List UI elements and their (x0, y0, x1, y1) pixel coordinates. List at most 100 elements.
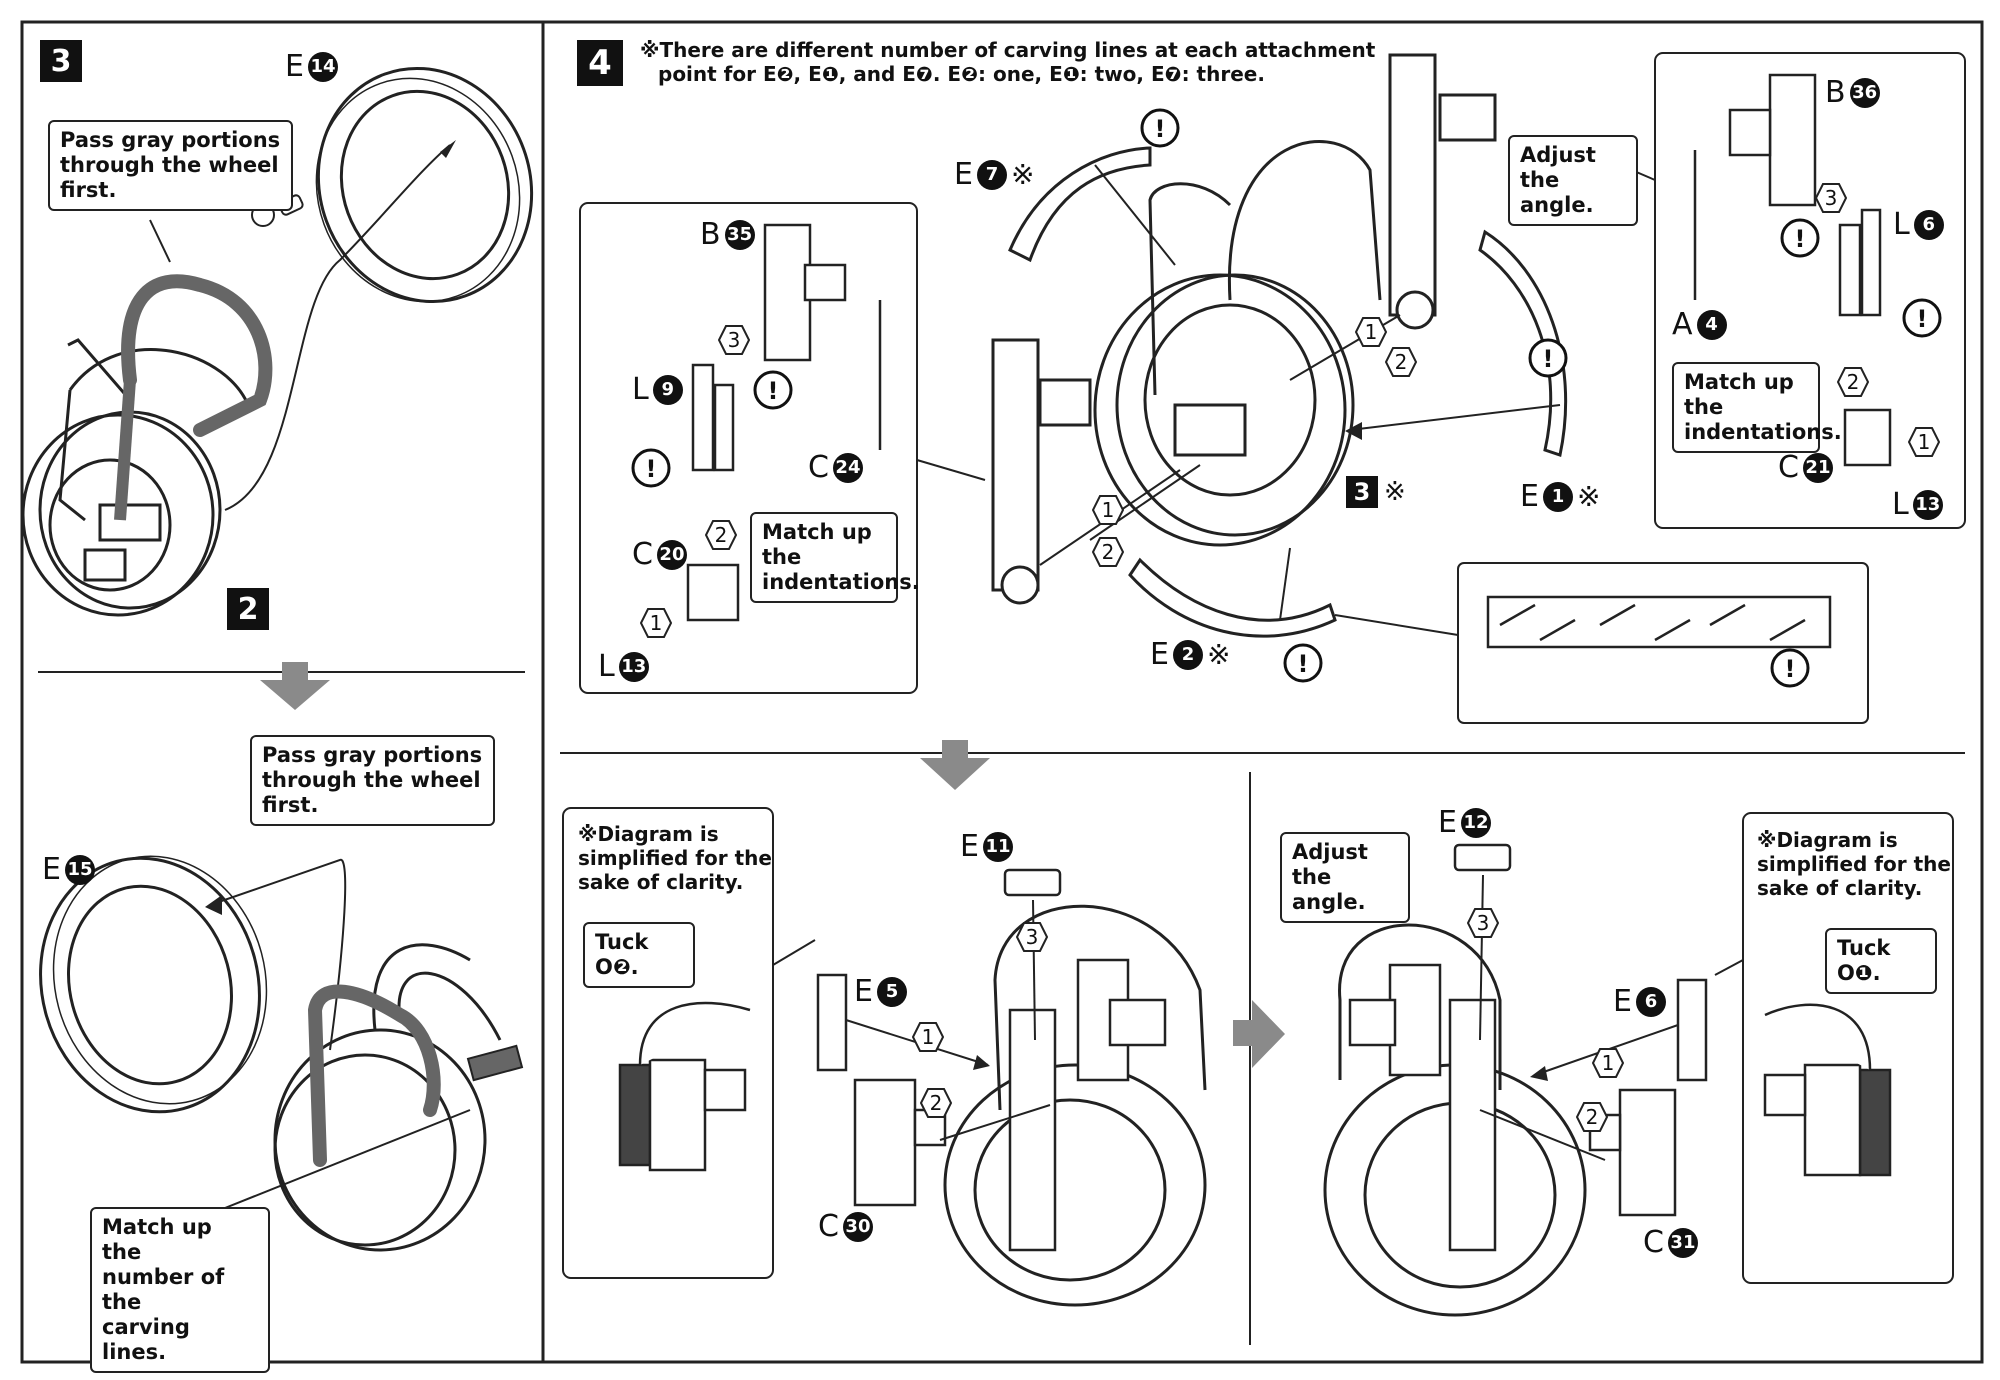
lower-right-struts (1348, 963, 1497, 1252)
part-number: 12 (1460, 808, 1491, 838)
step-hex-2: 2 (1576, 1102, 1608, 1132)
part-letter: E (285, 49, 304, 84)
step-hex-label: 1 (649, 611, 663, 635)
gray-cable-bottom (307, 984, 441, 1167)
carving-note-line1: ※There are different number of carving l… (640, 38, 1376, 62)
part-number: 30 (842, 1212, 873, 1242)
step-hex-3: 3 (1467, 908, 1499, 938)
main-wheel (1093, 140, 1382, 547)
part-letter: A (1672, 307, 1693, 342)
step-hex-label: 2 (1394, 350, 1408, 374)
step-hex-1: 1 (1092, 495, 1124, 525)
callout-tuck-o2: Tuck O❷. (583, 922, 695, 988)
step-hex-3: 3 (718, 325, 750, 355)
down-arrow-icon (920, 740, 990, 790)
plate-part-e5 (816, 973, 848, 1072)
callout-adjust-angle: Adjust the angle. (1508, 135, 1638, 226)
lower-right-inset-border (1742, 812, 1954, 1284)
left-strut (991, 338, 1092, 605)
callout-indentations-right: Match up the indentations. (1672, 362, 1842, 453)
part-mark: ※ (1206, 638, 1231, 671)
part-letter: E (42, 852, 61, 887)
tab-part-e12 (1453, 843, 1512, 872)
step-hex-label: 2 (714, 523, 728, 547)
callout-indentations-left: Match up the indentations. (750, 512, 920, 603)
inset-right-assembly (1693, 73, 1892, 467)
part-mark: ※ (1010, 158, 1035, 191)
svg-text:!: ! (768, 377, 779, 405)
tire-part-e15 (39, 855, 268, 1114)
carving-inset-border (1457, 562, 1869, 724)
step-ref-box: 3 (1346, 476, 1378, 508)
part-number: 31 (1667, 1228, 1698, 1258)
callout-carving-lines: Match up the number of the carving lines… (90, 1207, 270, 1373)
tab-part-e11 (1003, 868, 1062, 897)
inset-left-assembly (686, 223, 882, 622)
part-letter: L (598, 649, 615, 684)
part-number: 35 (724, 220, 755, 250)
arc-part-e7 (1008, 146, 1152, 263)
step-hex-1: 1 (1355, 317, 1387, 347)
step-hex-label: 3 (1025, 925, 1039, 949)
wheel-assembly-bottom (273, 943, 502, 1252)
step-hex-label: 3 (1824, 186, 1838, 210)
step-hex-label: 2 (929, 1091, 943, 1115)
right-strut (1388, 53, 1497, 330)
step-hex-2: 2 (705, 520, 737, 550)
step-hex-label: 3 (727, 328, 741, 352)
lower-left-wheel (943, 904, 1207, 1307)
part-number: 5 (876, 977, 907, 1007)
part-number: 9 (652, 375, 683, 405)
part-letter: C (1778, 450, 1799, 485)
warning-icon (631, 108, 1942, 688)
step-hex-2: 2 (1837, 367, 1869, 397)
part-number: 6 (1913, 210, 1944, 240)
part-letter: E (960, 829, 979, 864)
step-hex-label: 3 (1476, 911, 1490, 935)
step-hex-label: 1 (1601, 1051, 1615, 1075)
part-number: 6 (1635, 987, 1666, 1017)
part-letter: E (1150, 637, 1169, 672)
part-number: 20 (656, 540, 687, 570)
part-number: 24 (832, 453, 863, 483)
part-letter: C (818, 1209, 839, 1244)
lower-left-struts (1008, 958, 1167, 1252)
svg-text:!: ! (1155, 115, 1166, 143)
step-hex-label: 2 (1585, 1105, 1599, 1129)
arc-part-e2 (1128, 557, 1337, 638)
down-arrow-icon (260, 662, 330, 710)
part-number: 2 (1172, 640, 1203, 670)
ref-mark: ※ (1384, 477, 1406, 507)
step-hex-1: 1 (912, 1022, 944, 1052)
callout-pass-gray-bottom: Pass gray portions through the wheel fir… (250, 735, 495, 826)
lower-right-inset-drawing (1763, 1003, 1892, 1177)
carving-note-line2: point for E❷, E❶, and E❼. E❷: one, E❶: t… (658, 62, 1265, 86)
inset-left-border (579, 202, 918, 694)
part-letter: E (1438, 805, 1457, 840)
svg-text:!: ! (1795, 225, 1806, 253)
part-letter: E (1520, 479, 1539, 514)
carving-strip (1486, 595, 1832, 649)
plate-part-e6 (1676, 978, 1708, 1082)
step-number-3: 3 (40, 40, 82, 82)
svg-text:!: ! (646, 455, 657, 483)
step-hex-label: 1 (1364, 320, 1378, 344)
gray-cable-top (121, 274, 273, 437)
step-hex-label: 2 (1846, 370, 1860, 394)
part-letter: L (1893, 207, 1910, 242)
step-hex-label: 2 (1101, 540, 1115, 564)
